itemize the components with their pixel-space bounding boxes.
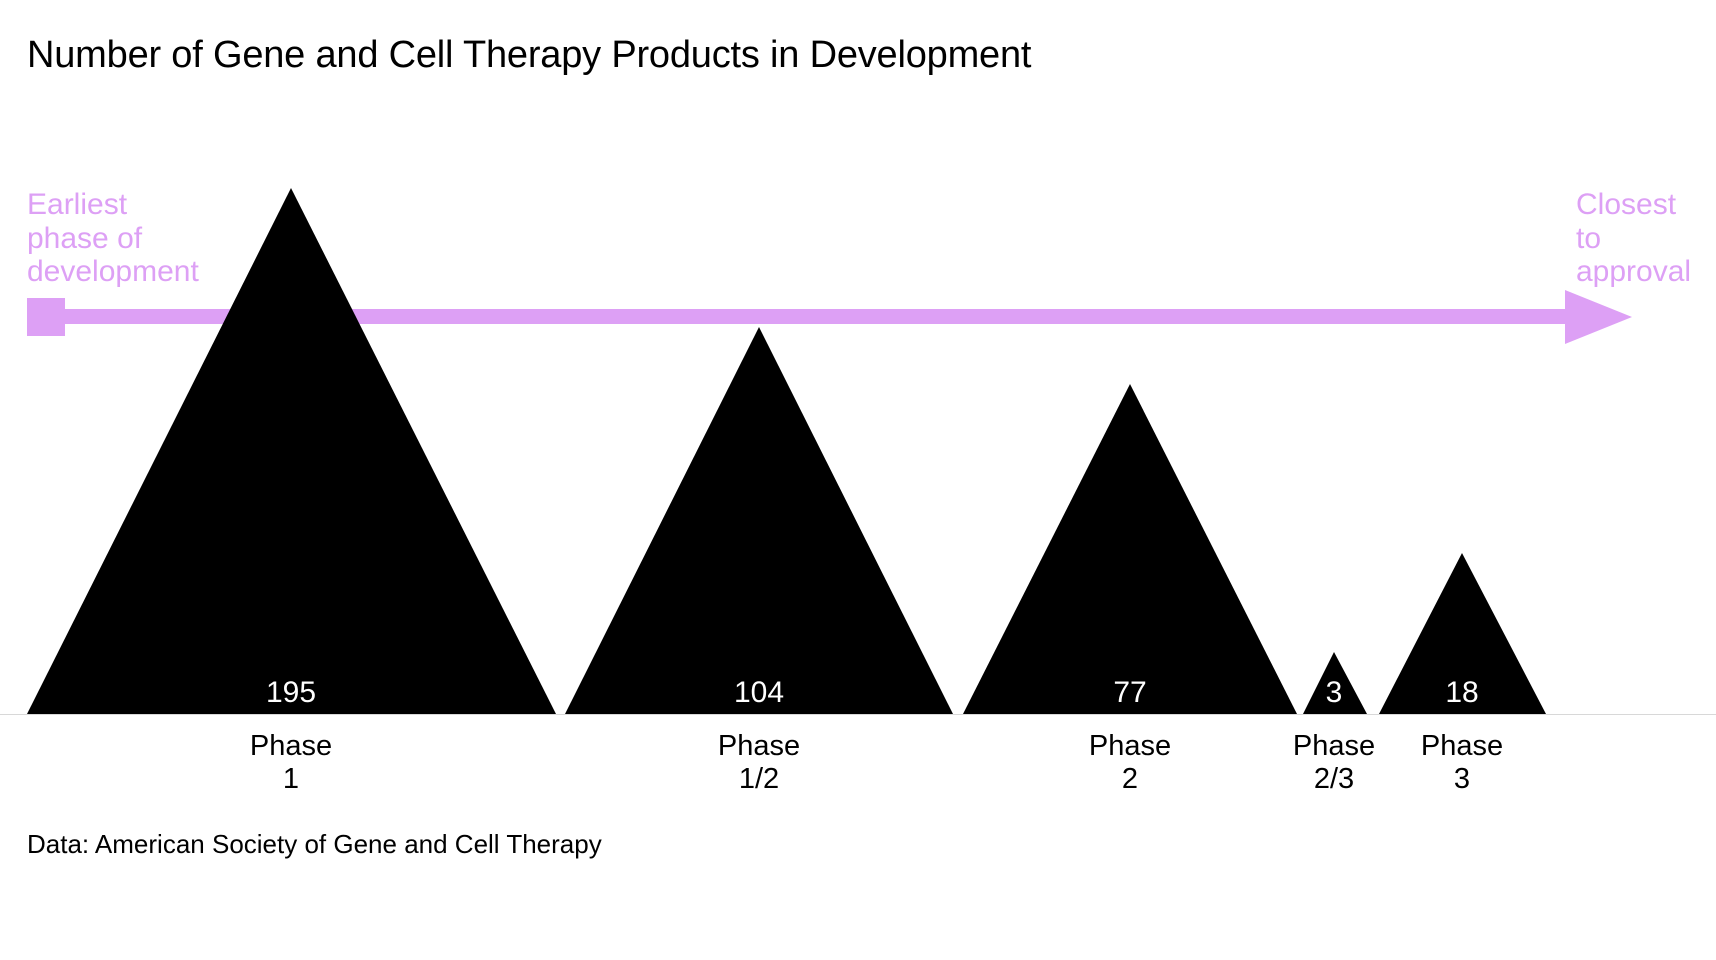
value-label-phase-1: 195 [265, 676, 317, 709]
category-label-phase-1: Phase 1 [249, 730, 333, 796]
source-note: Data: American Society of Gene and Cell … [27, 829, 602, 859]
value-label-phase-1-2: 104 [733, 676, 785, 709]
value-label-phase-2-3: 3 [1325, 676, 1343, 709]
triangle-bar-phase-3 [1379, 553, 1546, 714]
triangle-bar-phase-1-2 [565, 327, 953, 714]
triangle-bar-phase-1 [27, 188, 556, 714]
category-label-phase-2: Phase 2 [1088, 730, 1172, 796]
annotation-closest-to-approval: Closest to approval [1576, 188, 1692, 289]
category-label-phase-1-2: Phase 1/2 [717, 730, 801, 796]
arrow-shaft [27, 309, 1565, 324]
triangle-bar-phase-2-3 [1303, 652, 1367, 714]
category-label-phase-2-3: Phase 2/3 [1292, 730, 1376, 796]
annotation-earliest-phase: Earliest phase of development [27, 188, 199, 289]
progression-arrow [27, 290, 1632, 344]
page-title: Number of Gene and Cell Therapy Products… [27, 34, 1032, 76]
value-label-phase-3: 18 [1445, 676, 1479, 709]
triangle-bar-phase-2 [963, 384, 1297, 714]
arrow-head-icon [1565, 290, 1632, 344]
category-label-phase-3: Phase 3 [1420, 730, 1504, 796]
value-label-phase-2: 77 [1113, 676, 1147, 709]
